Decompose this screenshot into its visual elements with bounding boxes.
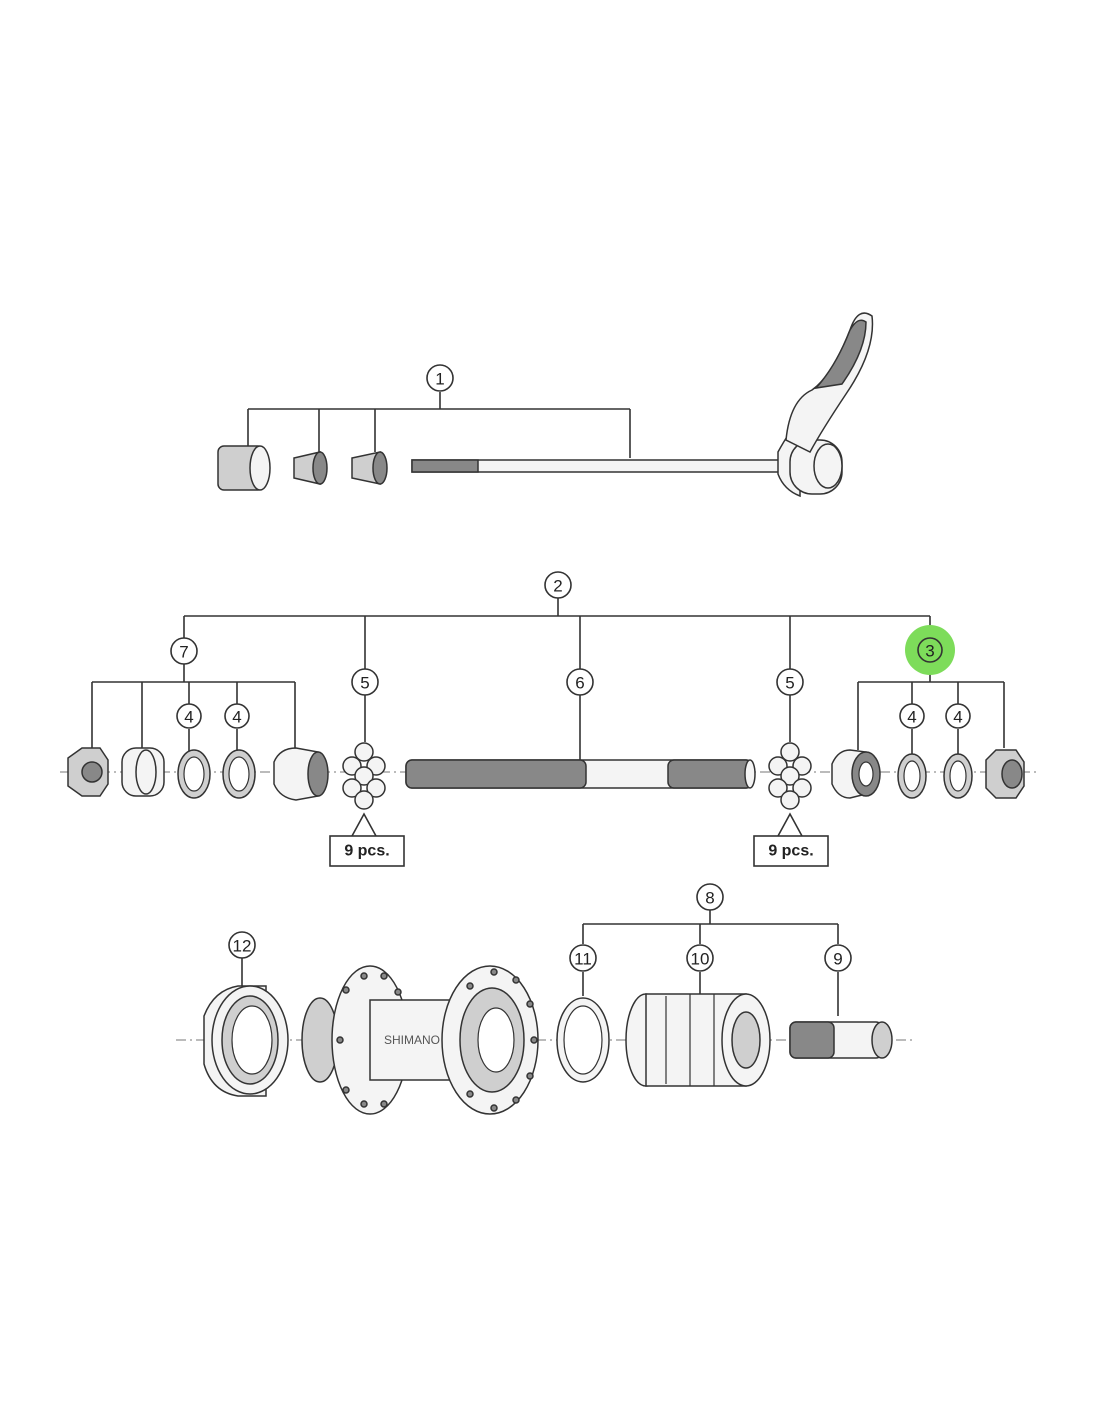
skewer-thread [411, 459, 479, 473]
hub-shell: SHIMANO [301, 965, 539, 1115]
callout-4-left-a: 4 [176, 703, 202, 729]
leader-5-6 [364, 695, 791, 762]
svg-text:7: 7 [179, 643, 188, 662]
svg-text:4: 4 [232, 708, 241, 727]
callout-5-left: 5 [351, 668, 379, 696]
right-washer-2 [943, 753, 973, 799]
callout-1: 1 [426, 364, 454, 392]
svg-text:5: 5 [785, 674, 794, 693]
svg-text:11: 11 [574, 950, 592, 969]
svg-text:9: 9 [833, 950, 842, 969]
qty-left: 9 pcs. [329, 812, 405, 867]
hub-body-group: SHIMANO [176, 883, 914, 1115]
right-locknut [985, 749, 1025, 799]
left-washer-1 [177, 749, 211, 799]
hub-axle-group: 2 7 3 5 6 5 4 4 [60, 571, 1040, 867]
leader-4-right [911, 729, 959, 754]
svg-text:3: 3 [925, 642, 934, 661]
callout-6: 6 [566, 668, 594, 696]
hub-brand: SHIMANO [384, 1033, 440, 1047]
spring-left [293, 451, 328, 485]
svg-text:9 pcs.: 9 pcs. [768, 843, 813, 860]
axle [405, 759, 756, 789]
svg-text:4: 4 [907, 708, 916, 727]
left-cone [273, 747, 329, 801]
left-spacer [121, 747, 165, 797]
callout-12: 12 [228, 931, 256, 959]
callout-4-right-a: 4 [899, 703, 925, 729]
svg-text:6: 6 [575, 674, 584, 693]
leader-9-10-11 [582, 972, 839, 1016]
left-ball-bearings [342, 742, 386, 810]
svg-text:2: 2 [553, 577, 562, 596]
callout-5-right: 5 [776, 668, 804, 696]
leader-3 [857, 666, 1005, 750]
left-locknut [67, 747, 109, 797]
right-washer-1 [897, 753, 927, 799]
freehub-body [625, 993, 771, 1087]
spring-right [351, 451, 388, 485]
callout-7: 7 [170, 637, 198, 665]
leader-1 [247, 392, 631, 458]
svg-text:12: 12 [233, 937, 252, 956]
callout-3-highlighted[interactable]: 3 [905, 625, 955, 675]
left-washer-2 [222, 749, 256, 799]
svg-text:4: 4 [184, 708, 193, 727]
right-ball-bearings [768, 742, 812, 810]
svg-text:4: 4 [953, 708, 962, 727]
svg-text:10: 10 [691, 950, 710, 969]
leader-8 [582, 910, 839, 944]
leader-2 [183, 598, 931, 669]
dust-cap [203, 985, 289, 1097]
leader-7 [91, 664, 296, 752]
svg-text:5: 5 [360, 674, 369, 693]
svg-text:8: 8 [705, 889, 714, 908]
quick-release-group: 1 [217, 312, 874, 498]
callout-9: 9 [824, 944, 852, 972]
callout-11: 11 [569, 944, 597, 972]
svg-text:9 pcs.: 9 pcs. [344, 843, 389, 860]
axle-sleeve [789, 1021, 893, 1059]
callout-4-right-b: 4 [945, 703, 971, 729]
callout-4-left-b: 4 [224, 703, 250, 729]
quick-release-lever [777, 312, 874, 498]
callout-10: 10 [686, 944, 714, 972]
callout-2: 2 [544, 571, 572, 599]
skewer-nut [217, 445, 271, 491]
svg-text:1: 1 [435, 370, 444, 389]
qty-right: 9 pcs. [753, 812, 829, 867]
callout-8: 8 [696, 883, 724, 911]
spacer-ring [556, 997, 610, 1083]
right-cone [831, 749, 881, 799]
